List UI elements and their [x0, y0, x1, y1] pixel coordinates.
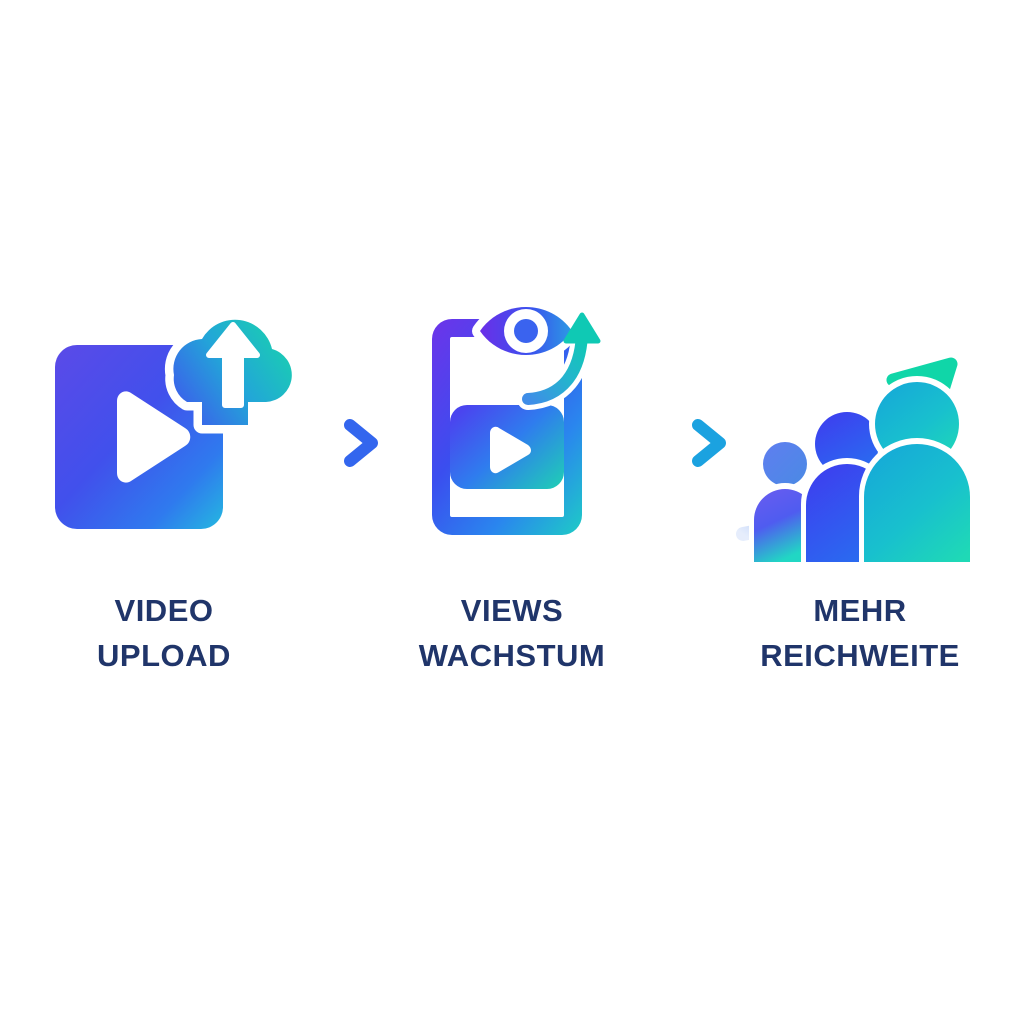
label-video-upload-line2: UPLOAD: [97, 638, 231, 673]
step-video-upload[interactable]: [36, 262, 301, 582]
connector-1: [290, 413, 384, 473]
arrow-right-icon: [638, 419, 726, 467]
connector-2: [638, 413, 732, 473]
phone-eye-views-growth-icon: [432, 299, 601, 535]
arrow-right-icon: [290, 419, 378, 467]
label-video-upload-line1: VIDEO: [114, 593, 214, 628]
audience-growth-arrow-icon: [736, 357, 975, 566]
step-views-growth[interactable]: [384, 262, 640, 582]
label-views-growth-line1: VIEWS: [460, 593, 564, 628]
step-more-reach[interactable]: [732, 262, 988, 582]
label-views-growth-line2: WACHSTUM: [418, 638, 606, 673]
label-more-reach-line1: MEHR: [813, 593, 907, 628]
label-more-reach-line2: REICHWEITE: [760, 638, 960, 673]
label-views-growth: VIEWS WACHSTUM: [384, 588, 640, 678]
label-more-reach: MEHR REICHWEITE: [732, 588, 988, 678]
label-video-upload: VIDEO UPLOAD: [36, 588, 292, 678]
step-labels-row: VIDEO UPLOAD VIEWS WACHSTUM MEHR REICHWE…: [0, 588, 1024, 708]
video-file-cloud-upload-icon: [55, 311, 301, 529]
process-flow-row: [0, 262, 1024, 582]
